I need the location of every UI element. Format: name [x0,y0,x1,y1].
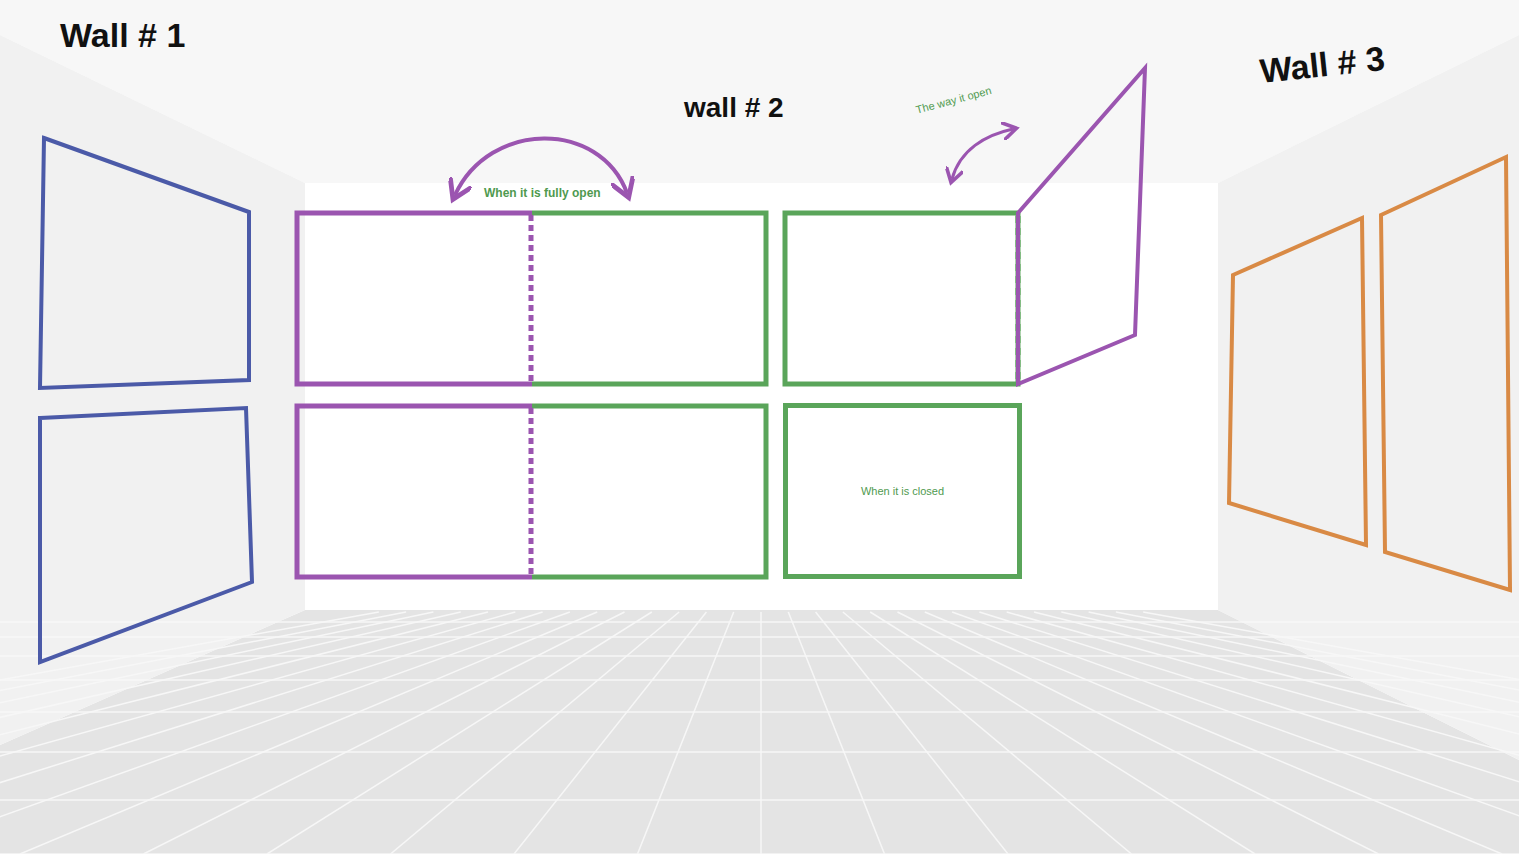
tile-line [514,612,706,854]
closed-panel: When it is closed [783,403,1022,579]
right-wall [1218,35,1519,760]
tile-line [0,636,1519,638]
tile-line [144,612,625,854]
tile-line [1143,612,1519,854]
hinge-line [529,408,534,575]
tile-line [0,655,1519,657]
tile-line [788,612,884,854]
tile-line [1061,612,1519,854]
tile-line [0,751,1519,753]
tile-line [0,621,1519,623]
wall-title: wall # 2 [684,92,784,124]
tile-line [0,853,1519,854]
tile-line [638,612,734,854]
wall1-frame [40,408,252,662]
tile-line [0,612,461,854]
wall2-frame [532,406,766,577]
tile-line [0,612,379,854]
wall-title: Wall # 1 [60,16,185,55]
tile-line [925,612,1502,854]
tile-line [0,799,1519,801]
open-door-panel [297,213,532,384]
tile-line [391,612,680,854]
wall2-frame [532,213,766,384]
swing-arrow [952,129,1013,179]
tile-line [20,612,597,854]
tile-line [1116,612,1519,854]
tile-line [1034,612,1519,854]
open-door-panel [297,406,532,577]
tile-line [0,711,1519,713]
tile-line [816,612,1008,854]
wall3-frame [1381,157,1510,590]
wall1-frame [40,138,249,388]
tile-line [267,612,652,854]
tile-line [0,612,570,854]
wall3-frame [1229,218,1366,545]
tile-line [0,679,1519,681]
tile-line [952,612,1519,854]
left-wall [0,35,305,745]
panel-note: When it is closed [861,485,944,497]
tile-line [760,612,762,854]
hinge-line [529,215,534,382]
floor-tiles [0,612,1519,854]
opening-door [1018,68,1145,384]
wall2-frame [785,213,1018,384]
back-wall [305,183,1218,610]
note-label: When it is fully open [484,186,601,200]
tile-line [870,612,1255,854]
tile-line [843,612,1132,854]
